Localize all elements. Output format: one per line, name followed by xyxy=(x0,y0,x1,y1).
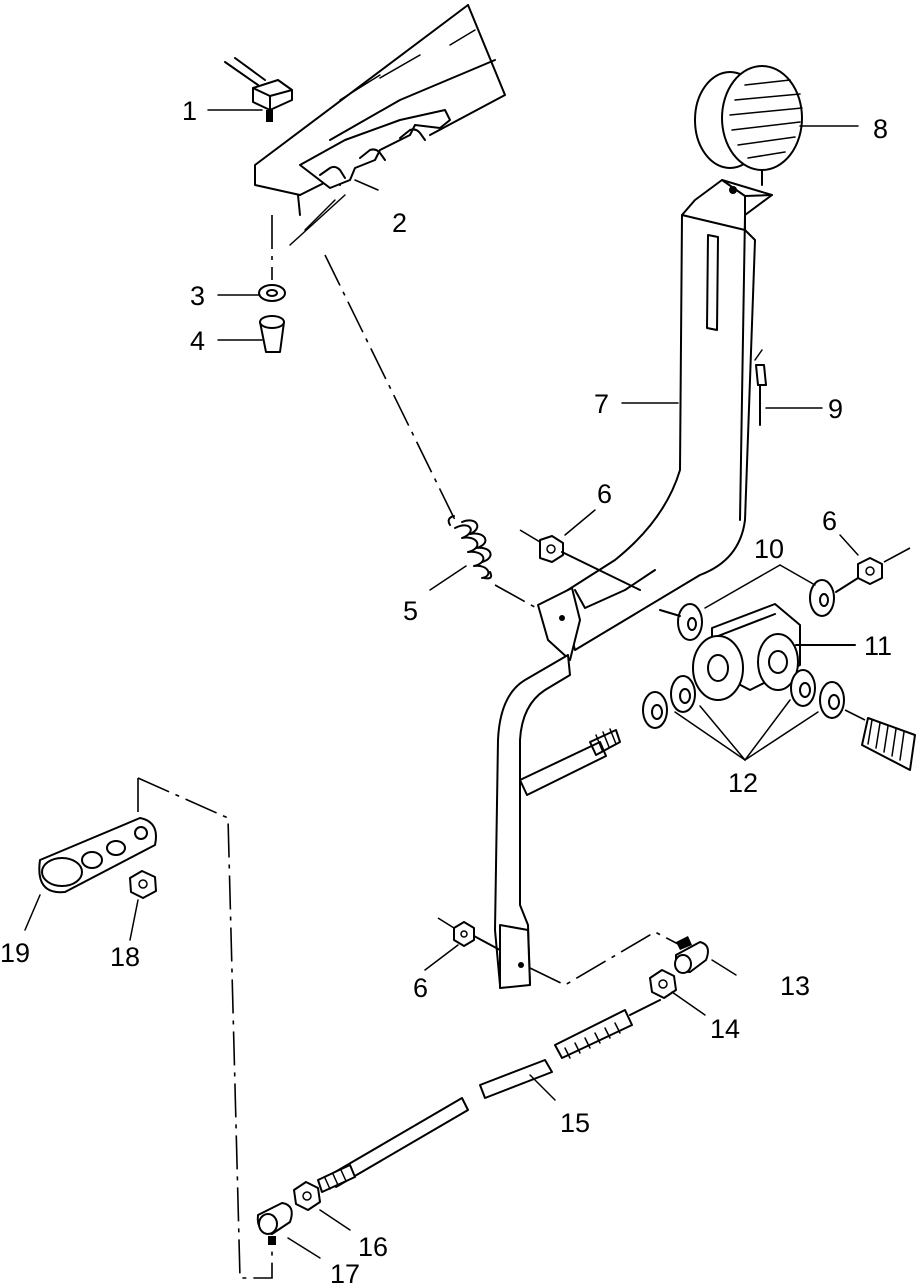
part-13-ball-joint-upper xyxy=(674,936,709,974)
callout-10: 10 xyxy=(754,534,784,564)
part-5-spring xyxy=(447,515,493,580)
callout-16: 16 xyxy=(358,1232,388,1262)
part-6-nut-right xyxy=(857,547,911,585)
part-6-nut-lower xyxy=(437,917,501,951)
pivot-shaft xyxy=(519,728,621,796)
callout-5: 5 xyxy=(403,596,418,626)
callout-2: 2 xyxy=(392,208,407,238)
part-11-pivot-bushing xyxy=(692,603,856,701)
pivot-bolt xyxy=(844,709,916,771)
callout-6-right: 6 xyxy=(822,506,837,536)
callout-1: 1 xyxy=(182,96,197,126)
part-3-washer xyxy=(258,284,286,302)
callout-6-upper: 6 xyxy=(597,479,612,509)
callout-7: 7 xyxy=(594,389,609,419)
part-1-stop-switch xyxy=(224,57,293,122)
callout-9: 9 xyxy=(828,394,843,424)
callout-15: 15 xyxy=(560,1108,590,1138)
callout-19: 19 xyxy=(0,938,30,968)
callout-13: 13 xyxy=(780,971,810,1001)
part-6-nut-upper xyxy=(519,529,641,591)
callout-18: 18 xyxy=(110,942,140,972)
assembly-line-spring-lower xyxy=(494,584,541,611)
part-4-bumper xyxy=(259,315,285,353)
part-16-jam-nut-lower xyxy=(293,1181,321,1211)
floor-panel xyxy=(254,4,506,246)
callout-6-lower: 6 xyxy=(413,973,428,1003)
callout-4: 4 xyxy=(190,326,205,356)
callout-12: 12 xyxy=(728,768,758,798)
part-18-nut xyxy=(129,870,157,899)
part-7-pedal-arm xyxy=(494,179,773,989)
assembly-line-rod-upper xyxy=(529,931,679,986)
callout-14: 14 xyxy=(710,1014,740,1044)
spring-bracket-plate xyxy=(299,109,451,189)
assembly-line-spring xyxy=(324,254,456,521)
callout-labels: 1 2 3 4 5 6 6 6 7 8 9 10 11 12 13 14 15 … xyxy=(0,96,892,1286)
part-9-clevis-pin xyxy=(754,349,767,426)
callout-11: 11 xyxy=(864,631,892,661)
part-14-jam-nut-upper xyxy=(649,969,677,999)
leader-lines xyxy=(24,109,859,1259)
part-17-ball-joint-lower xyxy=(256,1202,293,1245)
part-15-brake-rod xyxy=(317,999,661,1193)
assembly-line-rod-lower xyxy=(137,777,273,1279)
callout-17: 17 xyxy=(330,1259,360,1286)
callout-3: 3 xyxy=(190,281,205,311)
callout-8: 8 xyxy=(873,114,888,144)
part-19-brake-lever xyxy=(38,817,157,894)
part-10-washers xyxy=(659,577,859,641)
part-12-washers xyxy=(642,669,845,729)
part-8-pedal-pad xyxy=(694,65,803,186)
